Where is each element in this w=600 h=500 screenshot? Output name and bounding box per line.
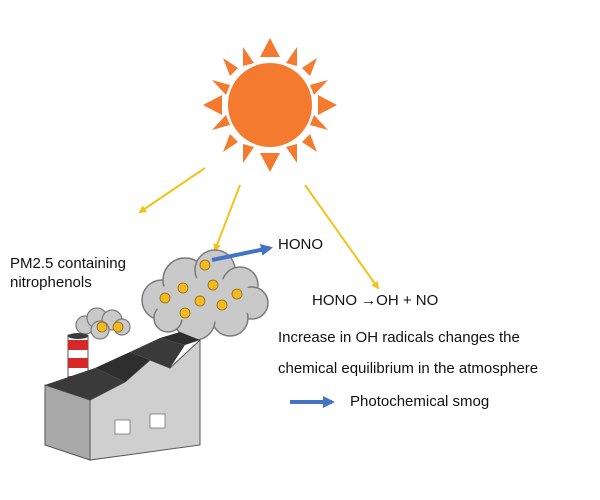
sun-icon xyxy=(203,38,337,172)
smog-label: Photochemical smog xyxy=(350,393,490,410)
increase-label-line1: Increase in OH radicals changes the xyxy=(278,329,520,346)
sunlight-arrow-center xyxy=(213,184,241,252)
hono-label: HONO xyxy=(278,236,323,253)
sunlight-arrow-right xyxy=(304,184,380,290)
factory-icon xyxy=(44,307,201,461)
increase-label-line2: chemical equilibrium in the atmosphere xyxy=(278,360,539,377)
particle-cloud-icon xyxy=(141,249,269,341)
hono-release-arrow xyxy=(211,243,273,262)
sunlight-arrows xyxy=(138,167,380,290)
reaction-label: HONO →OH + NO xyxy=(312,292,439,309)
pm-label-line2: nitrophenols xyxy=(10,274,92,291)
pm-label-line1: PM2.5 containing xyxy=(10,255,126,272)
sunlight-arrow-left xyxy=(138,167,206,214)
